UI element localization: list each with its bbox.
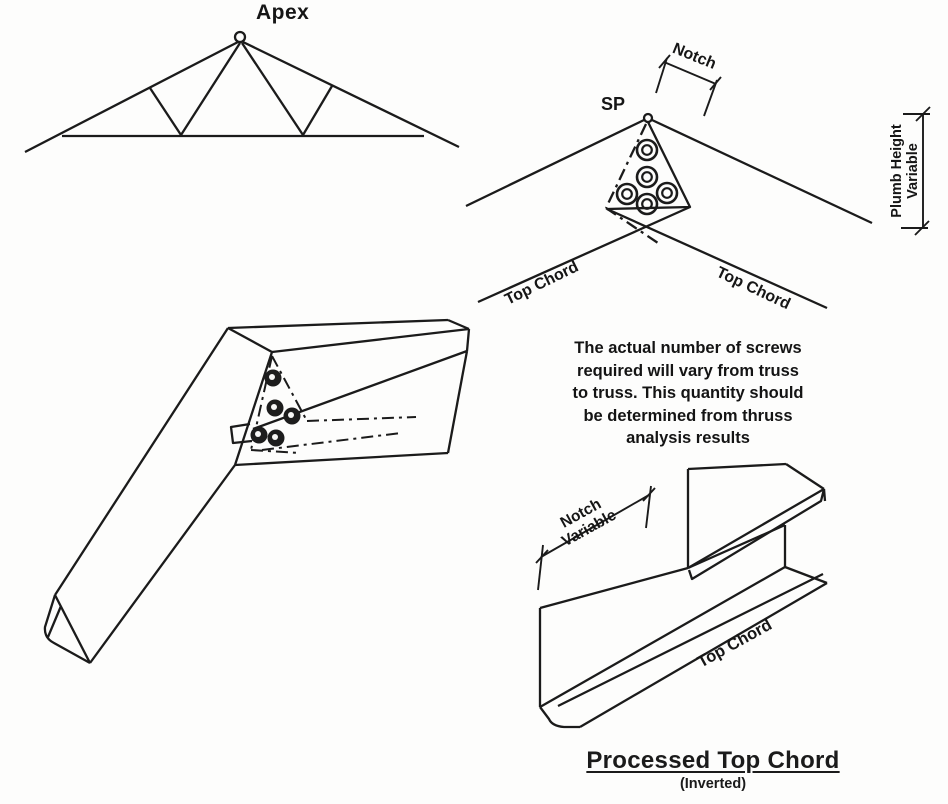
top-chord-right-bottom-edge [606,207,828,310]
bottom-flange-lip-inner [557,572,824,708]
plumb-height-line2: Variable [905,143,921,199]
apex-node-circle [233,30,247,44]
figure-title: Processed Top Chord [586,747,840,774]
sp-node-circle [642,112,654,124]
note-line: The actual number of screws [574,339,802,357]
top-chord-right-top-edge [651,118,873,225]
screw-icon [264,369,282,387]
top-flange-front-edge [687,488,825,569]
note-line: required will vary from truss [577,361,799,380]
plumb-height-dimension [901,106,931,236]
note-line: to truss. This quantity should [572,384,804,402]
right-chord-top-back-edge [227,318,449,330]
plumb-height-label: Plumb Height Variable [889,124,921,217]
top-chord-left-top-edge [465,118,645,208]
truss-web-line [180,42,241,136]
left-chord-outer-edge [54,327,229,596]
note-line: be determined from thruss [583,406,793,425]
apex-connection-detail-drawing [465,54,931,310]
bottom-flange-front-edge [579,582,828,728]
figure-subtitle: (Inverted) [679,776,747,792]
left-chord-front-edge [89,464,236,664]
screw-icon [266,399,284,417]
screw-group-iso [250,369,301,447]
screw-icon [635,138,659,162]
iso-connection-drawing [43,318,471,665]
bottom-flange-end-lip [539,706,580,729]
right-chord-end-lip [465,328,471,352]
left-chord-end-lip [43,594,91,665]
screw-quantity-note: The actual number of screws required wil… [520,337,856,450]
mitre-joint-edge [233,351,274,466]
top-flange-end-edge [785,463,825,490]
screw-icon [635,165,659,189]
right-chord-end-face [446,350,469,454]
right-chord-top-front-edge [271,327,470,354]
screw-icon [621,188,633,200]
truss-elevation-drawing [24,30,460,154]
gusset-plate-outline [606,121,692,211]
screw-icon [641,198,653,210]
screw-icon [250,426,268,444]
truss-web-line [149,87,182,136]
web-top-edge-notched [539,566,689,610]
screw-icon [655,181,679,205]
screw-icon [635,192,659,216]
top-chord-left-bottom-edge [477,205,691,304]
truss-web-line [241,42,304,136]
left-chord-lip-inner [46,605,63,638]
top-flange-lip [687,488,826,581]
web-bottom-fold-edge [539,566,786,708]
note-line: analysis results [626,429,750,447]
notch-variable-dimension [535,485,656,591]
top-flange-back-edge [687,462,787,471]
apex-label: Apex [256,1,310,24]
bottom-flange-end-edge [784,565,828,585]
screw-group-plan [615,138,679,216]
screw-icon [641,144,653,156]
right-chord-end-top-edge [447,318,470,331]
screw-icon [267,429,285,447]
screw-icon [615,182,639,206]
sp-label: SP [601,94,626,114]
screw-icon [641,171,653,183]
flange-notch-tab [229,422,253,445]
truss-web-line [302,85,333,136]
truss-top-chord-right-line [242,40,460,149]
plumb-height-line1: Plumb Height [889,124,905,218]
screw-icon [661,187,673,199]
apex-top-edge [227,326,273,354]
screw-icon [283,407,301,425]
gusset-plate-centerline [604,123,659,244]
top-flange-end-lip [822,488,827,502]
figure-title-block: Processed Top Chord (Inverted) [563,747,863,792]
processed-chord-drawing [535,462,828,729]
notch-dimension [655,54,722,117]
right-chord-bottom-front-edge [234,451,449,467]
truss-top-chord-left-line [24,40,239,154]
